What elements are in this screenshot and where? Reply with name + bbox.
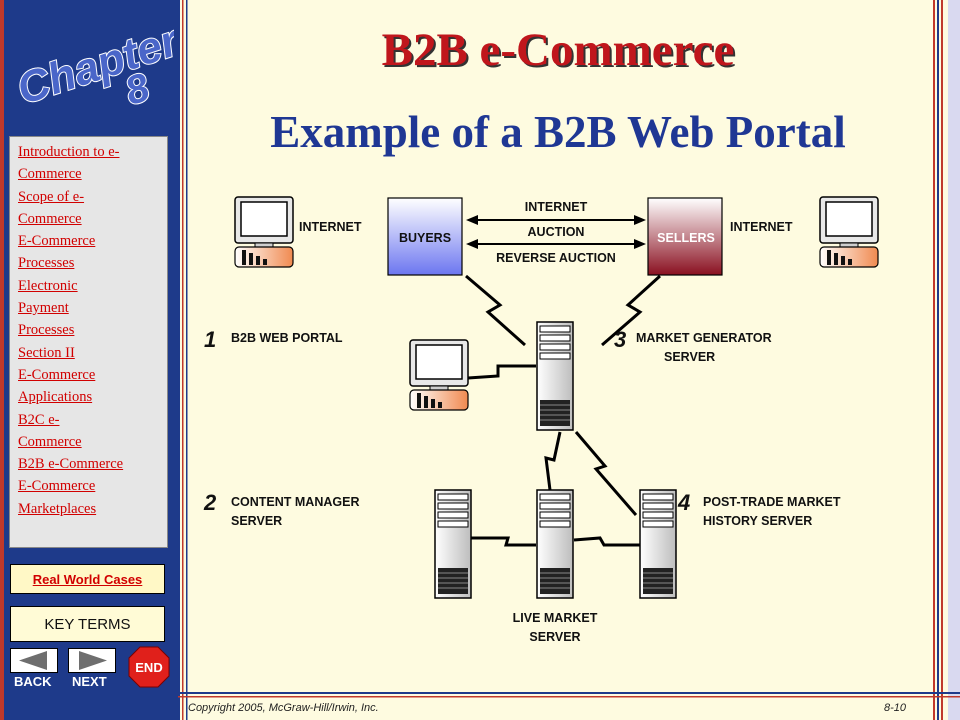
market-generator-label-1: MARKET GENERATOR [636, 331, 772, 345]
post-trade-label-2: HISTORY SERVER [703, 514, 812, 528]
right-computer-icon [819, 196, 879, 268]
page-number: 8-10 [884, 702, 907, 714]
market-generator-label-2: SERVER [664, 350, 715, 364]
internet-top-label: INTERNET [525, 200, 588, 214]
nav-link-introduction[interactable]: Introduction to e- [18, 144, 120, 160]
nav-link-payment[interactable]: Electronic [18, 277, 78, 294]
nav-link-b2b[interactable]: B2B e-Commerce [18, 456, 124, 473]
sellers-box [647, 197, 723, 276]
end-label: END [135, 660, 162, 675]
next-button[interactable] [68, 648, 116, 673]
left-computer-icon [234, 196, 294, 268]
real-world-cases-button[interactable]: Real World Cases [10, 564, 165, 594]
reverse-auction-label: REVERSE AUCTION [496, 251, 616, 265]
nav-link-processes-2[interactable]: Processes [18, 255, 75, 272]
nav-link-marketplaces-2[interactable]: Marketplaces [18, 500, 97, 517]
number-2: 2 [203, 490, 217, 515]
nav-link-b2c[interactable]: B2C e- [18, 411, 60, 428]
nav-link-marketplaces[interactable]: E-Commerce [18, 478, 96, 495]
next-label: NEXT [72, 674, 107, 689]
sellers-label: SELLERS [657, 231, 715, 245]
live-market-label-2: SERVER [529, 630, 580, 644]
slide-subtitle: Example of a B2B Web Portal [270, 107, 846, 157]
nav-link-section-ii[interactable]: Section II [18, 344, 75, 361]
number-3: 3 [614, 327, 626, 352]
content-manager-label-2: SERVER [231, 514, 282, 528]
live-market-label-1: LIVE MARKET [513, 611, 598, 625]
next-arrow-icon [79, 651, 107, 670]
nav-link-scope[interactable]: Scope of e- [18, 188, 85, 205]
nav-link-applications-2[interactable]: Applications [18, 389, 93, 406]
nav-link-applications[interactable]: E-Commerce [18, 366, 96, 383]
post-trade-label-1: POST-TRADE MARKET [703, 495, 841, 509]
slide-title: B2B e-Commerce [381, 24, 735, 76]
nav-link-processes[interactable]: E-Commerce [18, 233, 96, 250]
copyright-text: Copyright 2005, McGraw-Hill/Irwin, Inc. [188, 702, 379, 714]
nav-link-introduction-2[interactable]: Commerce [18, 166, 82, 183]
internet-left-label: INTERNET [299, 220, 362, 234]
back-button[interactable] [10, 648, 58, 673]
back-label: BACK [14, 674, 52, 689]
portal-server-icon [536, 321, 574, 431]
nav-link-payment-3[interactable]: Processes [18, 322, 75, 339]
nav-link-scope-2[interactable]: Commerce [18, 210, 82, 227]
nav-link-payment-2[interactable]: Payment [18, 300, 69, 317]
number-1: 1 [204, 327, 216, 352]
auction-label: AUCTION [528, 225, 585, 239]
portal-label: B2B WEB PORTAL [231, 331, 343, 345]
back-arrow-icon [19, 651, 47, 670]
content-manager-label-1: CONTENT MANAGER [231, 495, 359, 509]
nav-link-b2c-2[interactable]: Commerce [18, 433, 82, 450]
nav-panel: Introduction to e- Commerce Scope of e- … [9, 136, 168, 548]
buyers-box [387, 197, 463, 276]
left-server-icon [434, 489, 472, 599]
internet-right-label: INTERNET [730, 220, 793, 234]
key-terms-button[interactable]: KEY TERMS [10, 606, 165, 642]
portal-computer-icon [409, 339, 469, 411]
live-market-server-icon [536, 489, 574, 599]
chapter-logo: Chapter 8 [10, 14, 174, 115]
end-button[interactable]: END [128, 646, 170, 688]
buyer-seller-arrows [466, 215, 646, 249]
network-links [465, 274, 662, 547]
b2b-portal-diagram: INTERNET INTERNET INTERNET BUYERS SELLER… [203, 196, 879, 644]
sidebar-edge [0, 0, 4, 720]
buyers-label: BUYERS [399, 231, 451, 245]
post-trade-server-icon [639, 489, 677, 599]
number-4: 4 [677, 490, 690, 515]
